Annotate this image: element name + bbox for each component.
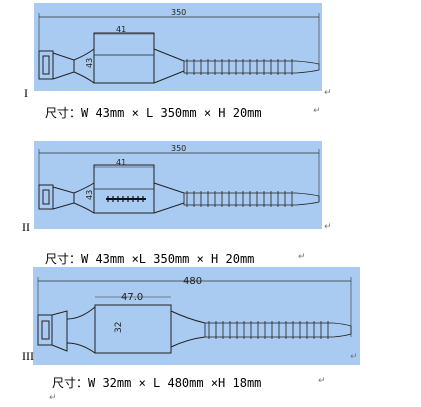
figure-3-height-label: 32: [114, 322, 124, 333]
figure-1-label: I: [24, 86, 28, 100]
figure-2-drawing: 350 41 43: [38, 144, 320, 214]
paragraph-mark: ↵: [324, 222, 332, 232]
figure-2-caption: 尺寸：W 43mm ×L 350mm × H 20mm: [45, 252, 255, 266]
figure-2-width-label: 41: [116, 158, 126, 167]
figure-3-drawing: 480 47.0 32: [37, 276, 352, 354]
figure-3-panel: 480 47.0 32: [33, 267, 360, 365]
figure-2-height-label: 43: [85, 190, 94, 200]
figure-1-drawing: 350 41 43: [38, 8, 320, 84]
figure-1-panel: 350 41 43: [34, 3, 322, 91]
paragraph-mark: ↵: [350, 352, 358, 362]
figure-2-label: II: [22, 220, 30, 234]
paragraph-mark: ↵: [298, 252, 306, 262]
paragraph-mark: ↵: [313, 106, 321, 116]
figure-2-panel: 350 41 43: [34, 141, 322, 229]
paragraph-mark: ↵: [324, 88, 332, 98]
figure-3-label: III: [22, 349, 34, 363]
figure-1-width-label: 41: [116, 25, 126, 34]
figure-3-width-label: 47.0: [121, 292, 143, 303]
figure-3-caption: 尺寸：W 32mm × L 480mm ×H 18mm: [52, 376, 262, 390]
figure-1-length-label: 350: [171, 8, 186, 17]
figure-1-height-label: 43: [85, 58, 94, 68]
figure-2-length-label: 350: [171, 144, 186, 153]
figure-3-length-label: 480: [183, 276, 202, 287]
paragraph-mark: ↵: [318, 376, 326, 386]
figure-1-caption: 尺寸：W 43mm × L 350mm × H 20mm: [45, 106, 262, 120]
paragraph-mark: ↵: [49, 393, 57, 403]
